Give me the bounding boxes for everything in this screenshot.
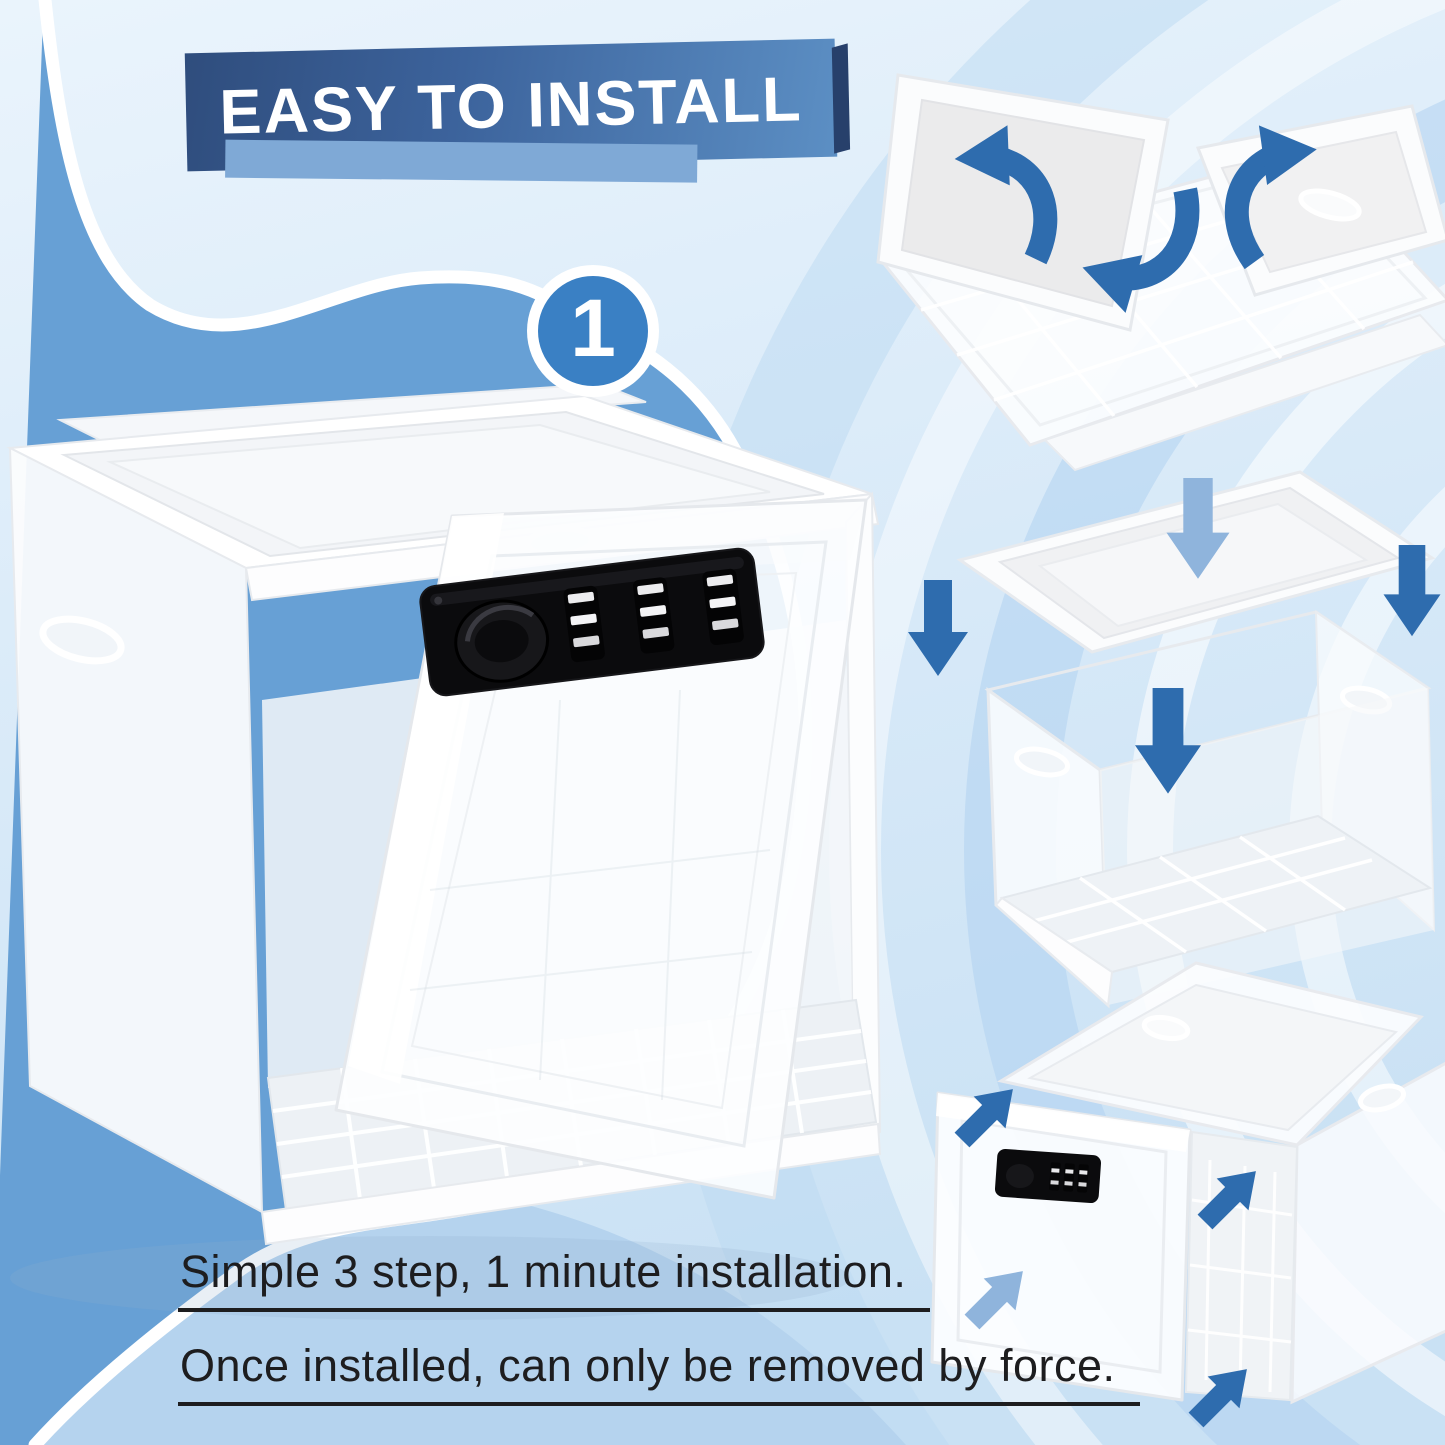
step-number-badge: 1 <box>527 265 659 397</box>
handle-cutout-icon <box>39 615 125 665</box>
caption-line-2: Once installed, can only be removed by f… <box>178 1340 1140 1406</box>
step1-unfold-image <box>876 73 1445 472</box>
caption-line-1: Simple 3 step, 1 minute installation. <box>178 1246 931 1312</box>
lock-dials <box>563 568 744 663</box>
handle-cutout-icon <box>1357 1083 1407 1113</box>
step3-attach-door-image <box>930 961 1445 1436</box>
headline-banner: EASY TO INSTALL <box>184 38 838 172</box>
headline-text: EASY TO INSTALL <box>218 64 804 148</box>
combination-lock-icon <box>419 547 765 697</box>
down-arrow-icon <box>908 580 968 676</box>
ground-shadow <box>10 1236 850 1320</box>
handle-cutout-icon <box>1298 188 1362 222</box>
step-number: 1 <box>570 283 616 374</box>
combination-lock-icon <box>994 1148 1102 1204</box>
box-left-panel <box>8 446 264 1214</box>
handle-cutout-icon <box>1141 1014 1191 1042</box>
product-photo-main <box>6 382 882 1320</box>
handle-cutout-icon <box>1013 746 1071 778</box>
step2-close-lid-image <box>908 470 1441 1009</box>
step-number-circle: 1 <box>538 276 648 386</box>
caption-block: Simple 3 step, 1 minute installation. On… <box>178 1246 1140 1434</box>
